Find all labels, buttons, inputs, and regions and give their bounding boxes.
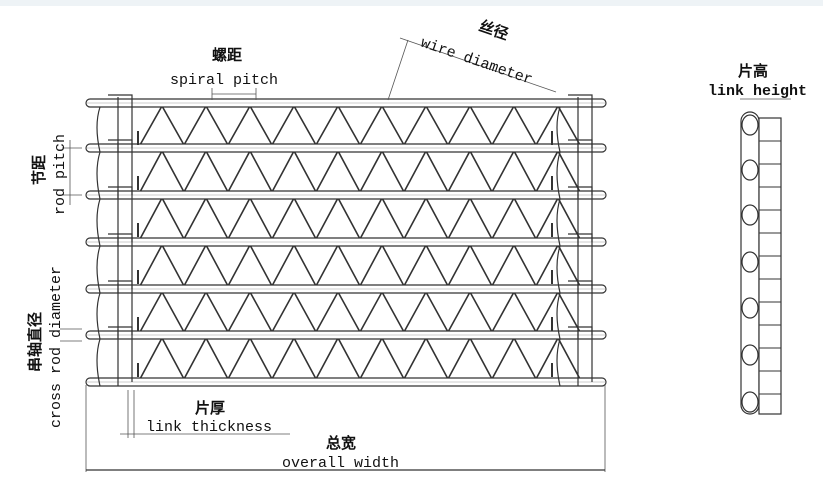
cross-rod-diameter-dimension: [60, 328, 82, 342]
side-link-body: [758, 117, 782, 415]
cross-rod-diameter-label: cross rod diameter: [48, 266, 65, 428]
spiral-pitch-label: spiral pitch: [170, 72, 278, 89]
link-thickness-dimension: [120, 390, 290, 438]
spiral-wire: [139, 290, 581, 333]
link-height-cn-label: 片高: [738, 62, 768, 80]
spiral-wire: [139, 243, 581, 287]
overall-width-cn-label: 总宽: [326, 434, 356, 452]
spiral-wire: [139, 336, 581, 380]
side-rod-section: [741, 114, 759, 136]
overall-width-dimension: [85, 385, 606, 472]
rod-pitch-dimension: [62, 140, 82, 205]
link-height-label: link height: [708, 83, 807, 100]
side-rod-section: [741, 344, 759, 366]
side-rod-section: [741, 251, 759, 273]
side-rod-section: [741, 204, 759, 226]
weld-mark: [137, 317, 553, 331]
spiral-pitch-cn-label: 螺距: [212, 46, 242, 64]
weld-mark: [137, 363, 553, 377]
link-thickness-label: link thickness: [146, 419, 272, 436]
spiral-pitch-dimension: [211, 88, 257, 100]
overall-width-label: overall width: [282, 455, 399, 472]
rod-pitch-cn-label: 节距: [30, 155, 48, 185]
side-rod-section: [741, 297, 759, 319]
wire-diameter-leader: [387, 37, 557, 101]
wire-diameter-cn-label: 丝径: [477, 17, 511, 44]
cross-rod-diameter-cn-label: 串轴直径: [26, 312, 44, 372]
belt-side-view: [740, 111, 782, 415]
spiral-wire: [139, 104, 581, 146]
edge-link: [96, 326, 133, 387]
side-rod-section: [741, 159, 759, 181]
rod-pitch-label: rod pitch: [52, 134, 69, 215]
spiral-wire: [139, 149, 581, 193]
link-thickness-cn-label: 片厚: [195, 399, 225, 417]
wire-diameter-label: wire diameter: [418, 35, 534, 89]
weld-mark: [137, 270, 553, 284]
top-bar: [0, 0, 823, 6]
weld-mark: [137, 223, 553, 237]
weld-mark: [137, 131, 553, 145]
weld-mark: [137, 176, 553, 190]
edge-link: [556, 326, 593, 387]
side-rod-section: [741, 391, 759, 413]
spiral-wire: [139, 196, 581, 240]
belt-front-view: [85, 94, 607, 387]
